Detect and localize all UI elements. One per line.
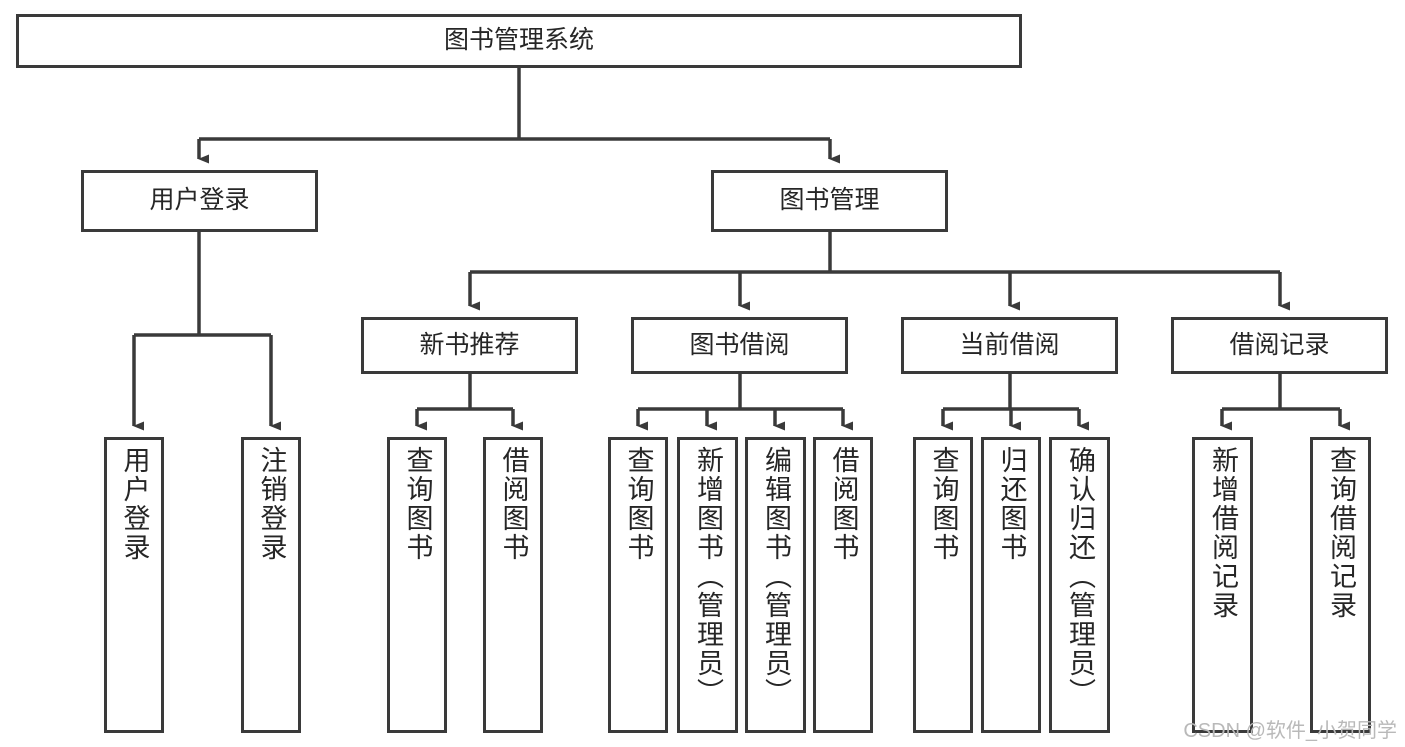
node-borrow-record[interactable]: 借阅记录 [1171, 317, 1388, 374]
node-leaf-borrow-book-1-label: 借阅图书 [498, 446, 529, 562]
node-leaf-add-record[interactable]: 新增借阅记录 [1192, 437, 1253, 733]
node-book-borrow[interactable]: 图书借阅 [631, 317, 848, 374]
node-leaf-borrow-book-2[interactable]: 借阅图书 [813, 437, 873, 733]
node-user-login-label: 用户登录 [149, 186, 250, 215]
node-leaf-query-record[interactable]: 查询借阅记录 [1310, 437, 1371, 733]
node-leaf-query-book-3-label: 查询图书 [928, 446, 959, 562]
node-leaf-user-login-label: 用户登录 [119, 446, 150, 562]
node-leaf-confirm-return[interactable]: 确认归还（管理员） [1049, 437, 1110, 733]
node-book-borrow-label: 图书借阅 [689, 330, 790, 359]
node-leaf-query-book-2-label: 查询图书 [623, 446, 654, 562]
node-leaf-return-book[interactable]: 归还图书 [981, 437, 1041, 733]
node-leaf-query-book-3[interactable]: 查询图书 [913, 437, 973, 733]
node-leaf-add-book[interactable]: 新增图书（管理员） [677, 437, 738, 733]
node-root[interactable]: 图书管理系统 [16, 14, 1022, 68]
node-book-manage[interactable]: 图书管理 [711, 170, 948, 232]
node-leaf-edit-book[interactable]: 编辑图书（管理员） [745, 437, 806, 733]
node-leaf-query-book-1-label: 查询图书 [402, 446, 433, 562]
node-leaf-add-record-label: 新增借阅记录 [1208, 446, 1238, 620]
node-leaf-user-login[interactable]: 用户登录 [104, 437, 164, 733]
node-book-manage-label: 图书管理 [779, 186, 880, 215]
node-leaf-query-book-1[interactable]: 查询图书 [387, 437, 447, 733]
node-leaf-query-record-label: 查询借阅记录 [1326, 446, 1356, 620]
node-current-borrow-label: 当前借阅 [959, 330, 1060, 359]
node-leaf-query-book-2[interactable]: 查询图书 [608, 437, 668, 733]
csdn-watermark: CSDN @软件_小贺同学 [1183, 720, 1397, 742]
node-new-book-recommend[interactable]: 新书推荐 [361, 317, 578, 374]
node-root-label: 图书管理系统 [443, 26, 594, 55]
node-new-book-recommend-label: 新书推荐 [419, 330, 520, 359]
node-user-login[interactable]: 用户登录 [81, 170, 318, 232]
node-leaf-confirm-return-label: 确认归还（管理员） [1065, 446, 1095, 707]
node-leaf-logout[interactable]: 注销登录 [241, 437, 301, 733]
node-leaf-borrow-book-1[interactable]: 借阅图书 [483, 437, 543, 733]
node-leaf-borrow-book-2-label: 借阅图书 [828, 446, 859, 562]
node-leaf-return-book-label: 归还图书 [996, 446, 1027, 562]
node-leaf-edit-book-label: 编辑图书（管理员） [761, 446, 791, 707]
node-borrow-record-label: 借阅记录 [1229, 330, 1330, 359]
node-leaf-add-book-label: 新增图书（管理员） [693, 446, 723, 707]
node-current-borrow[interactable]: 当前借阅 [901, 317, 1118, 374]
node-leaf-logout-label: 注销登录 [256, 446, 287, 562]
